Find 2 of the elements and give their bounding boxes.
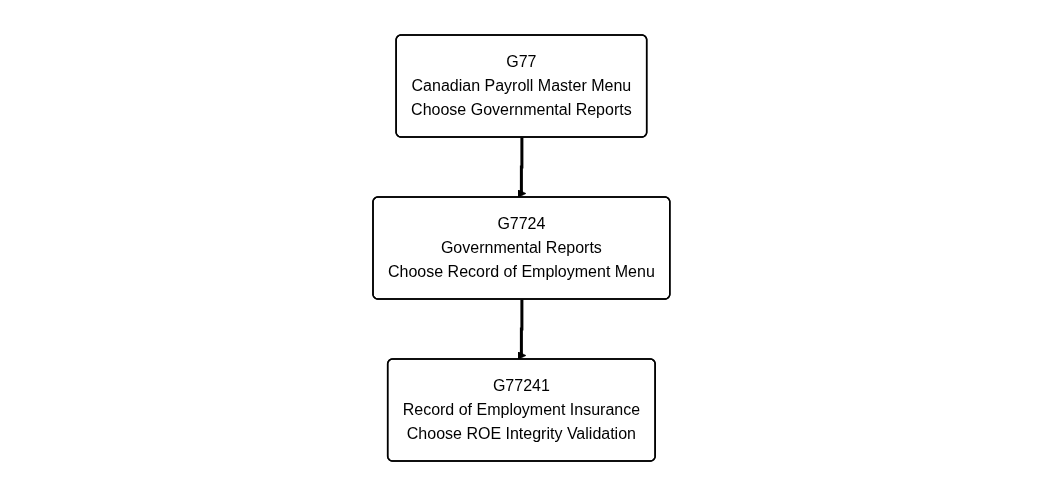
arrow xyxy=(517,137,527,198)
arrow xyxy=(517,299,527,360)
